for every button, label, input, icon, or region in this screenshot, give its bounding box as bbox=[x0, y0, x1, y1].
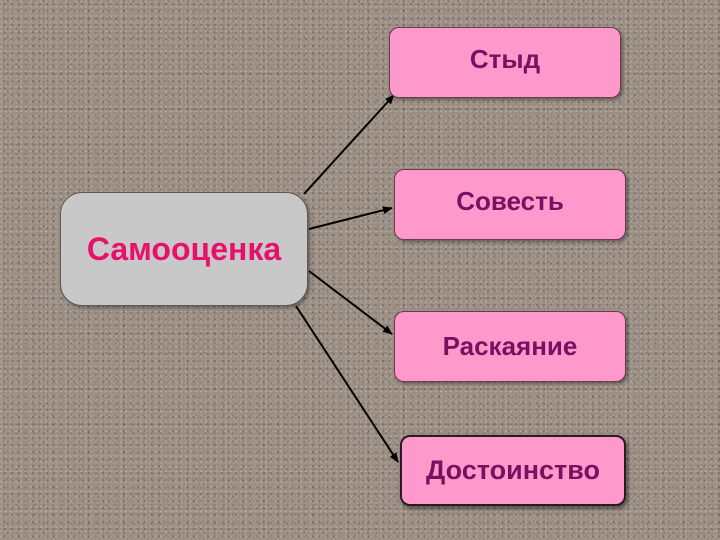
item-label-3: Раскаяние bbox=[442, 331, 578, 361]
item-label-2: Совесть bbox=[456, 186, 564, 216]
center-node: Самооценка bbox=[60, 192, 308, 306]
arrow-to-item-4 bbox=[295, 305, 399, 463]
item-label-4: Достоинство bbox=[426, 455, 600, 485]
item-box-3: Раскаяние bbox=[394, 311, 626, 382]
item-box-1: Стыд bbox=[389, 27, 621, 98]
arrow-to-item-1 bbox=[303, 94, 395, 195]
item-box-4: Достоинство bbox=[400, 435, 626, 506]
item-label-1: Стыд bbox=[469, 44, 541, 74]
item-box-2: Совесть bbox=[394, 169, 626, 240]
arrow-to-item-3 bbox=[308, 270, 393, 335]
center-node-label: Самооценка bbox=[86, 230, 282, 267]
arrow-to-item-2 bbox=[308, 206, 393, 230]
